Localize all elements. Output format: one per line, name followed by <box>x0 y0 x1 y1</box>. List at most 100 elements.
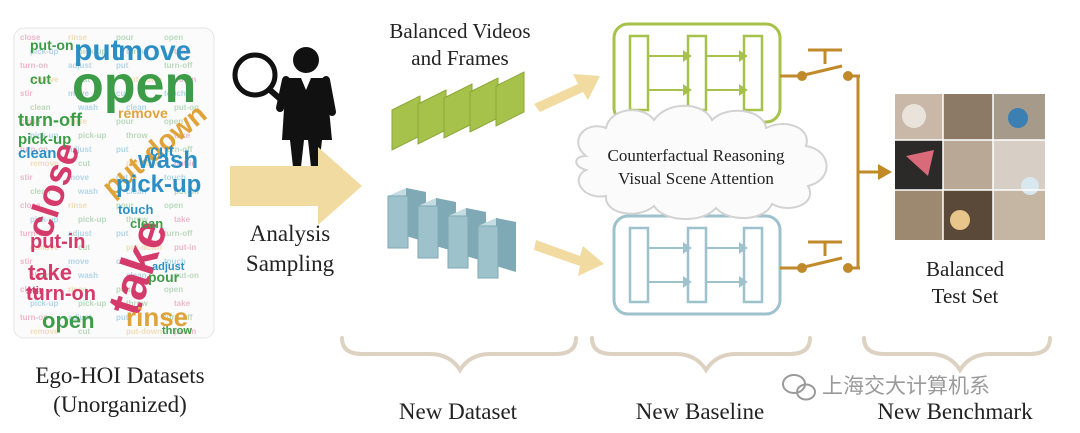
test-label-line2: Test Set <box>932 284 999 308</box>
bottom-brackets <box>340 336 1052 374</box>
cloud-filler-word: put-on <box>174 187 199 196</box>
cloud-filler-word: put-on <box>174 271 199 280</box>
cloud-filler-word: cut <box>78 243 90 252</box>
cloud-filler-word: wash <box>77 103 98 112</box>
cloud-filler-word: open <box>164 33 183 42</box>
cloud-word-wash: wash <box>137 147 198 174</box>
wechat-icon <box>782 374 816 401</box>
cloud-filler-word: turn-on <box>20 145 48 154</box>
label-new-dataset: New Dataset <box>399 399 518 424</box>
cloud-filler-word: stir <box>20 257 32 266</box>
cloud-word-put: put <box>74 34 121 67</box>
cloud-word-put-on: put-on <box>30 37 74 53</box>
cloud-filler-word: pour <box>116 285 134 294</box>
dataset-caption-line2: (Unorganized) <box>53 392 187 417</box>
word-cloud-frame <box>13 27 215 339</box>
cloud-filler-word: pick-up <box>30 215 59 224</box>
cloud-filler-word: pour <box>116 33 134 42</box>
cloud-filler-word: clean <box>126 103 147 112</box>
cloud-filler-word: put <box>116 229 129 238</box>
analysis-label-line1: Analysis <box>250 221 331 246</box>
cloud-filler-word: put-on <box>174 103 199 112</box>
cloud-word-pour: pour <box>148 269 180 285</box>
cloud-word-pick-up-small: pick-up <box>18 131 71 148</box>
arrow-to-green-model <box>534 74 600 112</box>
cloud-filler-word: pick-up <box>30 47 59 56</box>
model-box-blue <box>612 214 782 316</box>
cloud-filler-word: put-down <box>126 327 162 336</box>
cloud-filler-word: adjust <box>68 61 92 70</box>
cloud-filler-word: throw <box>126 299 149 308</box>
balanced-label-line1: Balanced Videos <box>389 19 530 43</box>
cloud-filler-word: cut <box>78 75 90 84</box>
cloud-word-put-in: put-in <box>30 231 86 253</box>
label-new-benchmark: New Benchmark <box>877 399 1033 424</box>
frame-stack-green <box>391 71 525 151</box>
cloud-filler-word: adjust <box>68 313 92 322</box>
cloud-filler-word: open <box>164 201 183 210</box>
cloud-filler-word: cut <box>78 159 90 168</box>
cloud-filler-word: put-down <box>126 75 162 84</box>
cloud-filler-word: remove <box>30 327 59 336</box>
cloud-filler-word: touch <box>164 257 186 266</box>
cloud-filler-word: wash <box>77 187 98 196</box>
cloud-filler-word: throw <box>126 215 149 224</box>
analyst-icon <box>232 47 336 176</box>
dataset-caption-line1: Ego-HOI Datasets <box>35 363 204 388</box>
cloud-filler-word: adjust <box>68 229 92 238</box>
arrow-to-blue-model <box>534 240 604 276</box>
cloud-filler-word: close <box>20 201 41 210</box>
cloud-filler-word: pick-up <box>30 299 59 308</box>
cloud-word-open-bottom: open <box>42 308 95 333</box>
cloud-word-turn-on: turn-on <box>26 283 96 305</box>
cloud-filler-word: clean <box>30 271 51 280</box>
cloud-filler-word: clean <box>30 187 51 196</box>
cloud-filler-word: touch <box>164 89 186 98</box>
cloud-filler-word: cut <box>78 327 90 336</box>
reasoning-cloud: Counterfactual Reasoning Visual Scene At… <box>575 104 828 221</box>
cloud-word-turn-off: turn-off <box>18 110 83 130</box>
cloud-filler-word: turn-off <box>164 145 193 154</box>
test-label-line1: Balanced <box>926 257 1005 281</box>
cloud-filler-word: rinse <box>68 117 88 126</box>
cloud-filler-word: clean <box>126 187 147 196</box>
cloud-filler-word: turn-off <box>164 61 193 70</box>
cloud-word-cut-small: cut <box>30 71 51 87</box>
cloud-filler-word: open <box>164 117 183 126</box>
cloud-filler-word: put-down <box>126 243 162 252</box>
cloud-word-move: move <box>118 35 191 66</box>
cloud-filler-word: pick-up <box>78 215 107 224</box>
analysis-arrow <box>230 147 362 225</box>
cloud-word-touch: touch <box>118 202 153 217</box>
cloud-filler-word: pick-up <box>78 299 107 308</box>
reasoning-label-line2: Visual Scene Attention <box>618 169 774 188</box>
cloud-word-pick-up: pick-up <box>116 171 201 198</box>
cloud-filler-word: turn-on <box>20 313 48 322</box>
cloud-word-throw: throw <box>162 325 192 337</box>
watermark-text: 上海交大计算机系 <box>822 374 990 398</box>
cloud-filler-word: put-in <box>174 159 196 168</box>
cloud-filler-word: rinse <box>68 285 88 294</box>
cloud-word-remove: remove <box>118 105 168 121</box>
model-box-green <box>612 22 782 124</box>
cloud-filler-word: close <box>20 33 41 42</box>
cloud-filler-word: pick-up <box>78 47 107 56</box>
cloud-filler-word: close <box>20 285 41 294</box>
cloud-filler-word: remove <box>30 159 59 168</box>
cloud-filler-word: remove <box>30 75 59 84</box>
cloud-filler-word: open <box>164 285 183 294</box>
label-new-baseline: New Baseline <box>636 399 764 424</box>
cloud-filler-word: cut <box>116 89 128 98</box>
cloud-filler-word: take <box>174 299 191 308</box>
cloud-filler-word: turn-off <box>164 313 193 322</box>
cloud-word-clean-small: clean <box>130 216 163 231</box>
cloud-filler-word: touch <box>164 173 186 182</box>
test-set-collage <box>895 94 1045 240</box>
cloud-filler-word: put <box>116 61 129 70</box>
cloud-word-stir: stir <box>26 285 44 297</box>
analysis-label-line2: Sampling <box>246 251 335 276</box>
cloud-word-clean: clean <box>18 145 56 162</box>
cloud-filler-word: move <box>68 89 89 98</box>
